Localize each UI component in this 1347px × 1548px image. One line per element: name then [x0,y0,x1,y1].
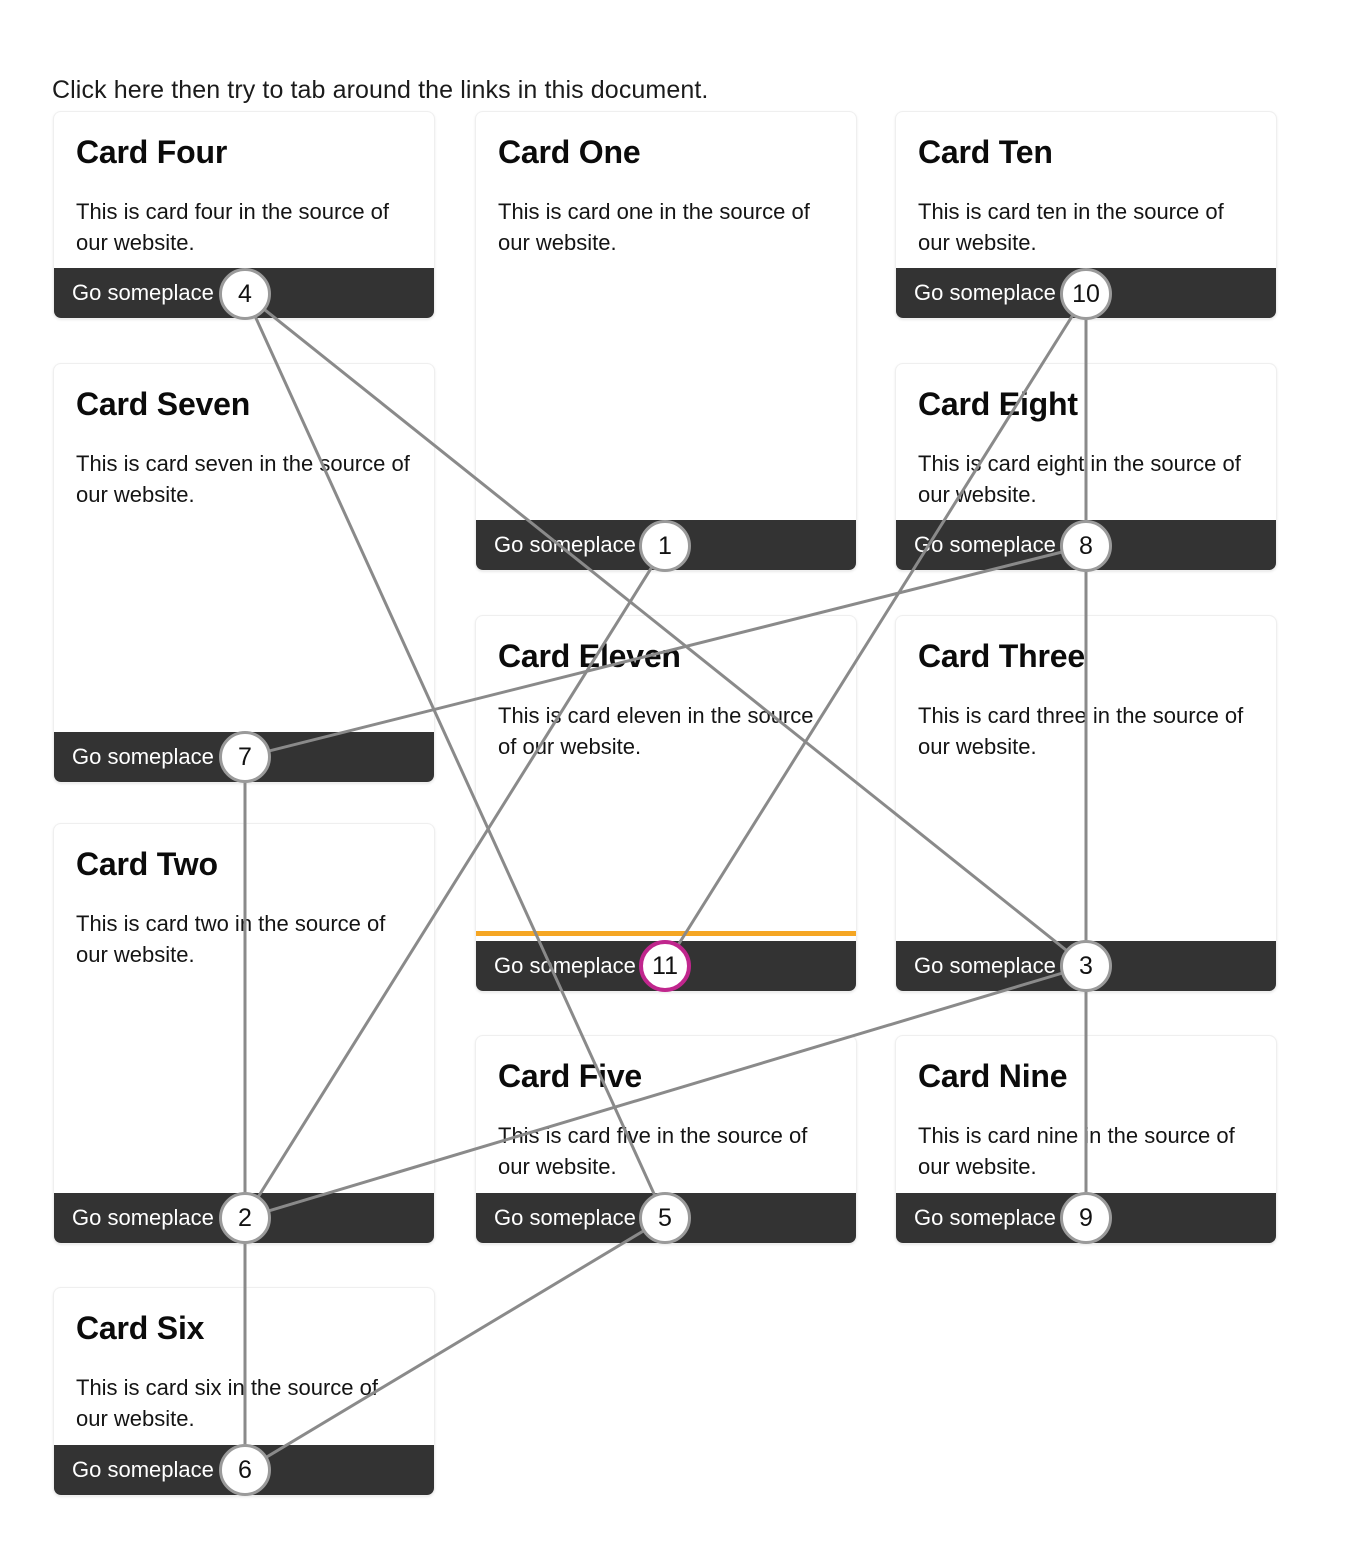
card-title: Card Two [76,846,218,882]
card-text: This is card three in the source of our … [918,703,1244,759]
tab-order-marker-8: 8 [1060,520,1112,572]
card-body: Card Ten This is card ten in the source … [896,112,1276,268]
card-body: Card Seven This is card seven in the sou… [54,364,434,732]
tab-order-marker-3: 3 [1060,940,1112,992]
card-body: Card Eight This is card eight in the sou… [896,364,1276,520]
card-body: Card Four This is card four in the sourc… [54,112,434,268]
tab-order-marker-9: 9 [1060,1192,1112,1244]
page-intro: Click here then try to tab around the li… [52,76,709,104]
card-title: Card Six [76,1310,205,1346]
card-text: This is card two in the source of our we… [76,911,386,967]
card-text: This is card ten in the source of our we… [918,199,1224,255]
card-text: This is card nine in the source of our w… [918,1123,1235,1179]
card-title: Card Seven [76,386,251,422]
card-text: This is card six in the source of our we… [76,1375,379,1431]
card-text: This is card seven in the source of our … [76,451,410,507]
card-text: This is card one in the source of our we… [498,199,810,255]
card-body: Card Six This is card six in the source … [54,1288,434,1445]
card-card-two: Card Two This is card two in the source … [54,824,434,1243]
card-title: Card Ten [918,134,1053,170]
card-body: Card Eleven This is card eleven in the s… [476,616,856,941]
tab-order-marker-4: 4 [219,268,271,320]
card-title: Card Eight [918,386,1078,422]
card-card-three: Card Three This is card three in the sou… [896,616,1276,991]
card-title: Card Eleven [498,638,681,674]
card-text: This is card eleven in the source of our… [498,703,814,759]
card-text: This is card four in the source of our w… [76,199,390,255]
card-title: Card Three [918,638,1085,674]
tab-order-marker-5: 5 [639,1192,691,1244]
tab-order-marker-10: 10 [1060,268,1112,320]
card-body: Card Three This is card three in the sou… [896,616,1276,941]
card-title: Card One [498,134,641,170]
card-card-seven: Card Seven This is card seven in the sou… [54,364,434,782]
card-title: Card Five [498,1058,643,1094]
card-body: Card Nine This is card nine in the sourc… [896,1036,1276,1193]
tab-order-marker-7: 7 [219,731,271,783]
card-card-one: Card One This is card one in the source … [476,112,856,570]
card-body: Card Five This is card five in the sourc… [476,1036,856,1193]
tab-order-marker-6: 6 [219,1444,271,1496]
card-title: Card Nine [918,1058,1068,1094]
tab-order-marker-2: 2 [219,1192,271,1244]
tab-order-marker-11: 11 [639,940,691,992]
card-text: This is card five in the source of our w… [498,1123,808,1179]
card-body: Card Two This is card two in the source … [54,824,434,1193]
card-text: This is card eight in the source of our … [918,451,1241,507]
card-title: Card Four [76,134,228,170]
tab-order-marker-1: 1 [639,520,691,572]
card-card-eleven: Card Eleven This is card eleven in the s… [476,616,856,991]
card-body: Card One This is card one in the source … [476,112,856,520]
